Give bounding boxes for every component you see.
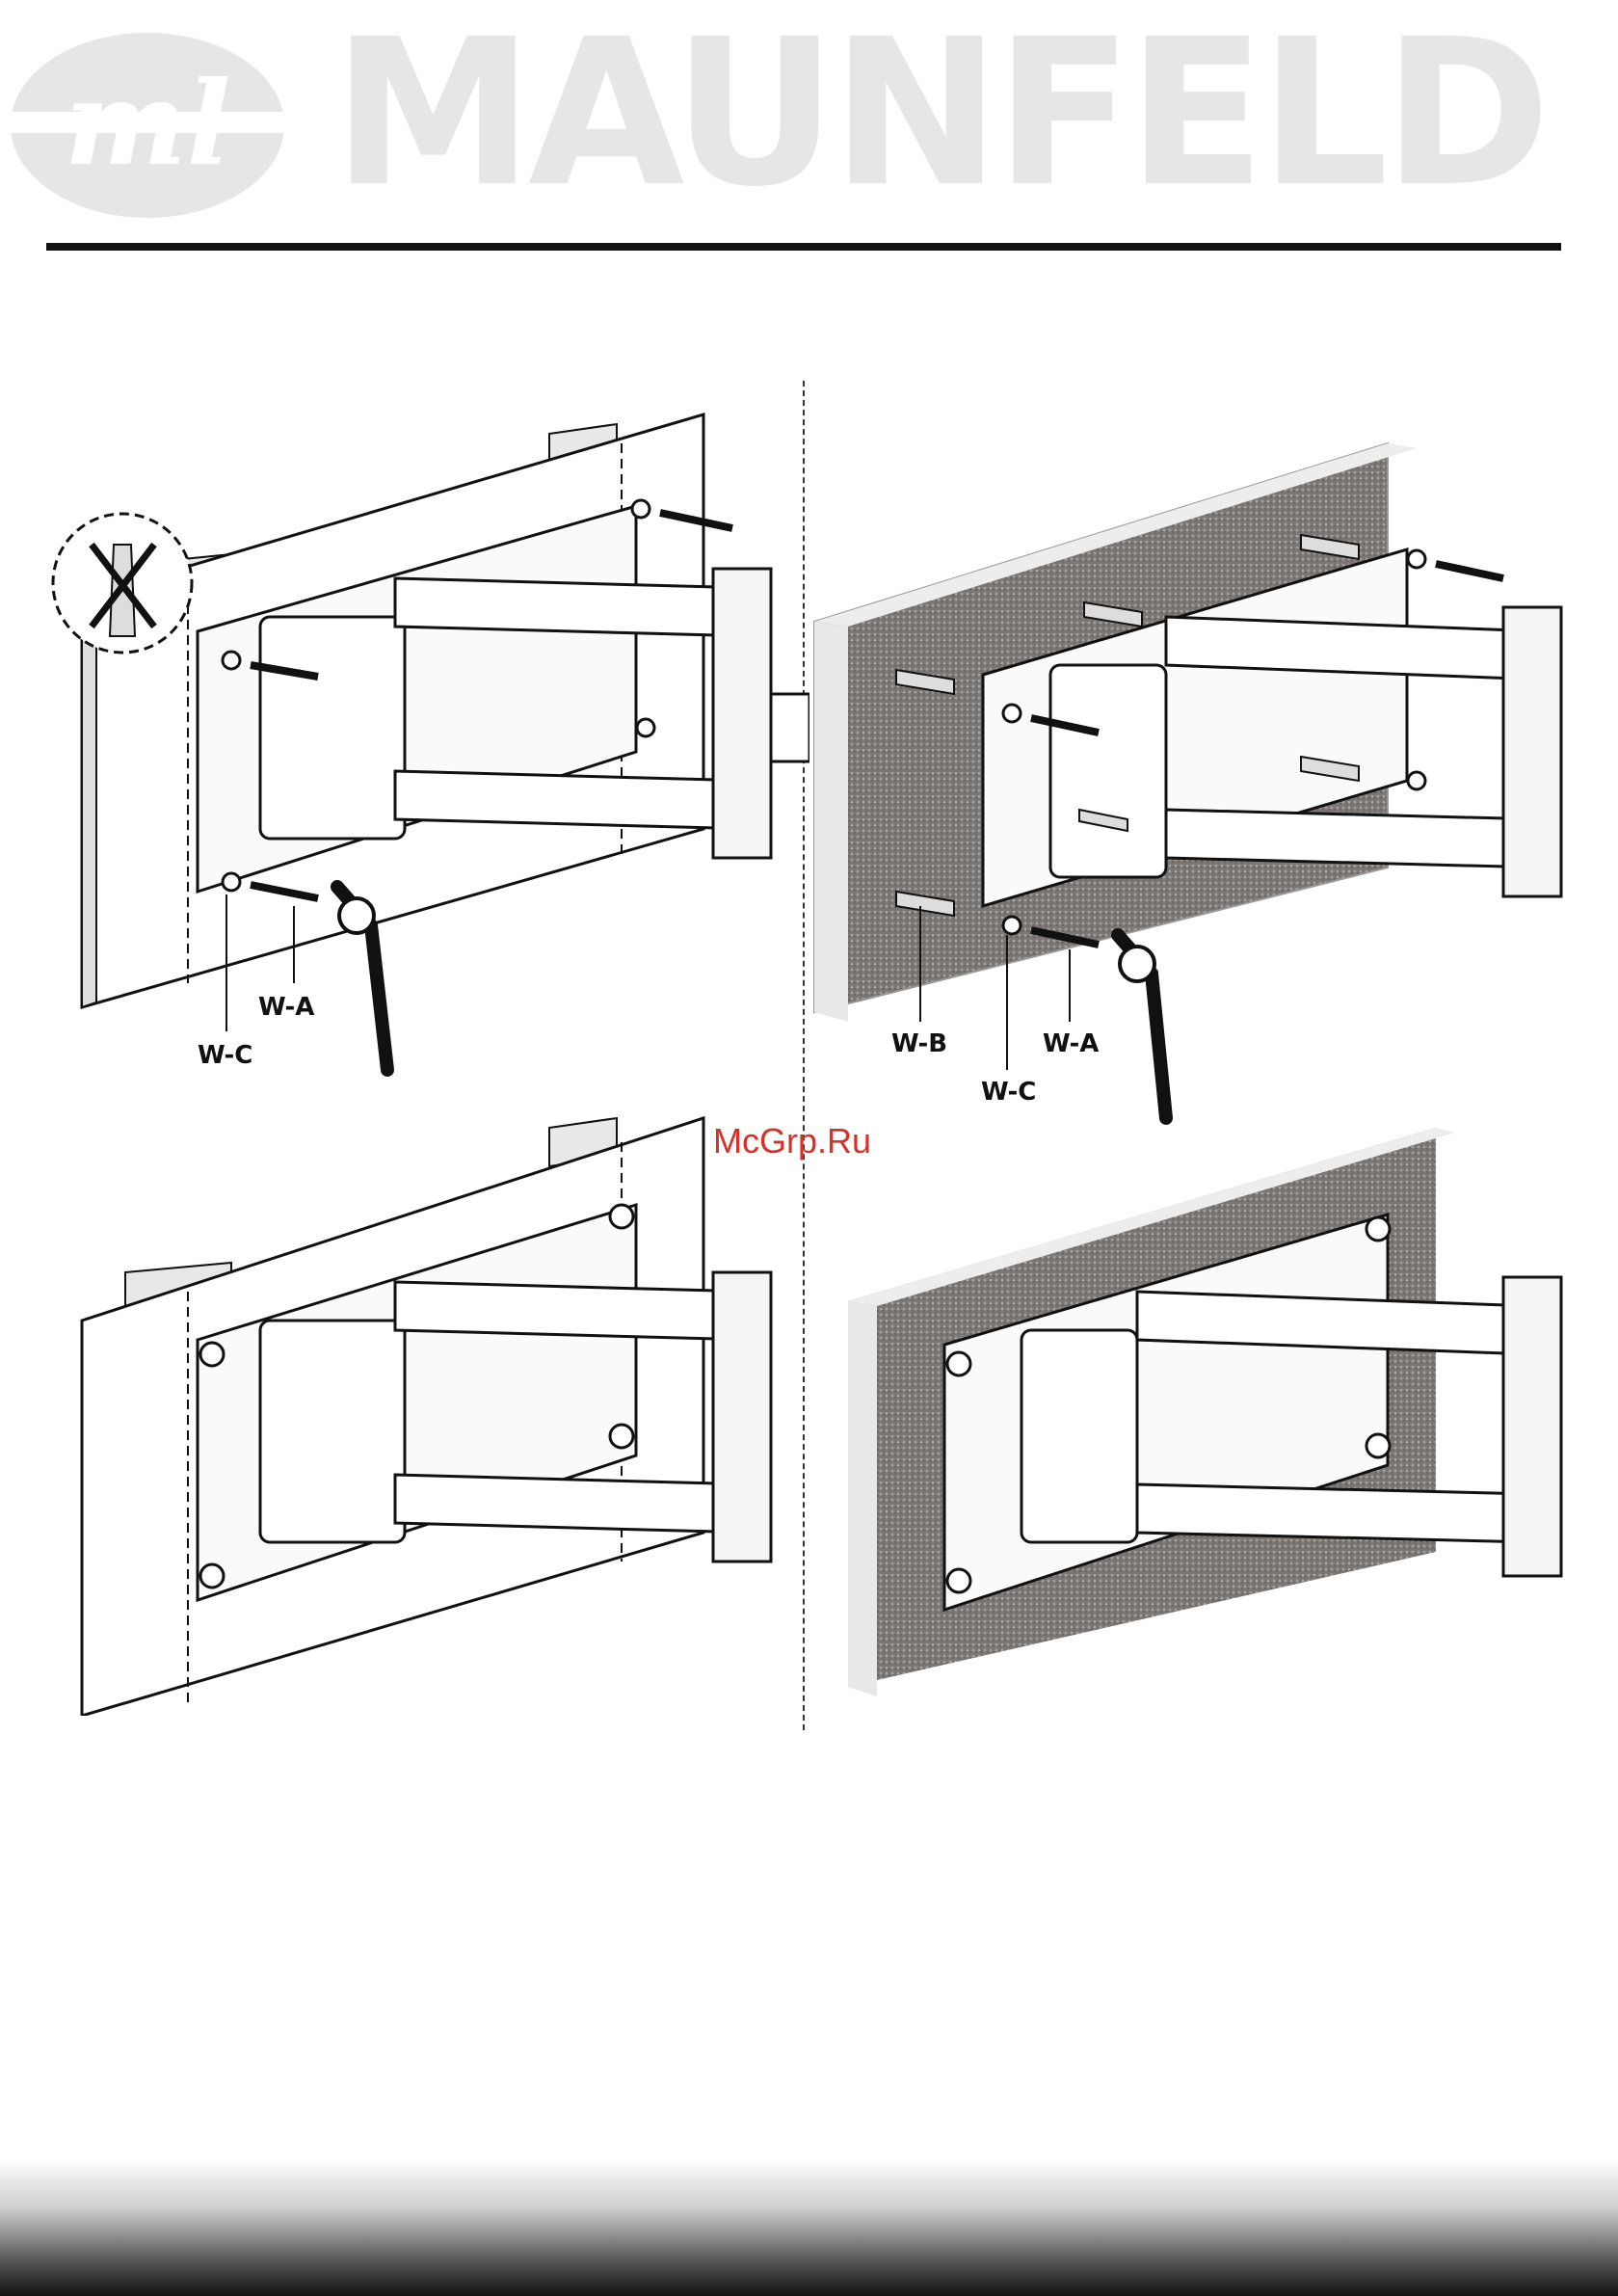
callout-screw-wa: W-A [258,993,314,1022]
svg-text:ml: ml [65,56,231,192]
maunfeld-logo-icon: ml [8,29,287,222]
callout-washer-wc: W-C [198,1041,252,1070]
footer-band [0,2159,1618,2296]
callout-anchor-wb: W-B [891,1029,947,1058]
figure-concrete-wall-mounted [838,1070,1609,1696]
brand-header: ml MAUNFELD [0,0,1618,241]
figure-wood-wall-install [39,405,809,1147]
callout-screw-wa: W-A [1043,1029,1099,1058]
figure-wood-wall-mounted [39,1099,809,1716]
brand-wordmark: MAUNFELD [332,8,1545,220]
header-rule [46,243,1561,251]
